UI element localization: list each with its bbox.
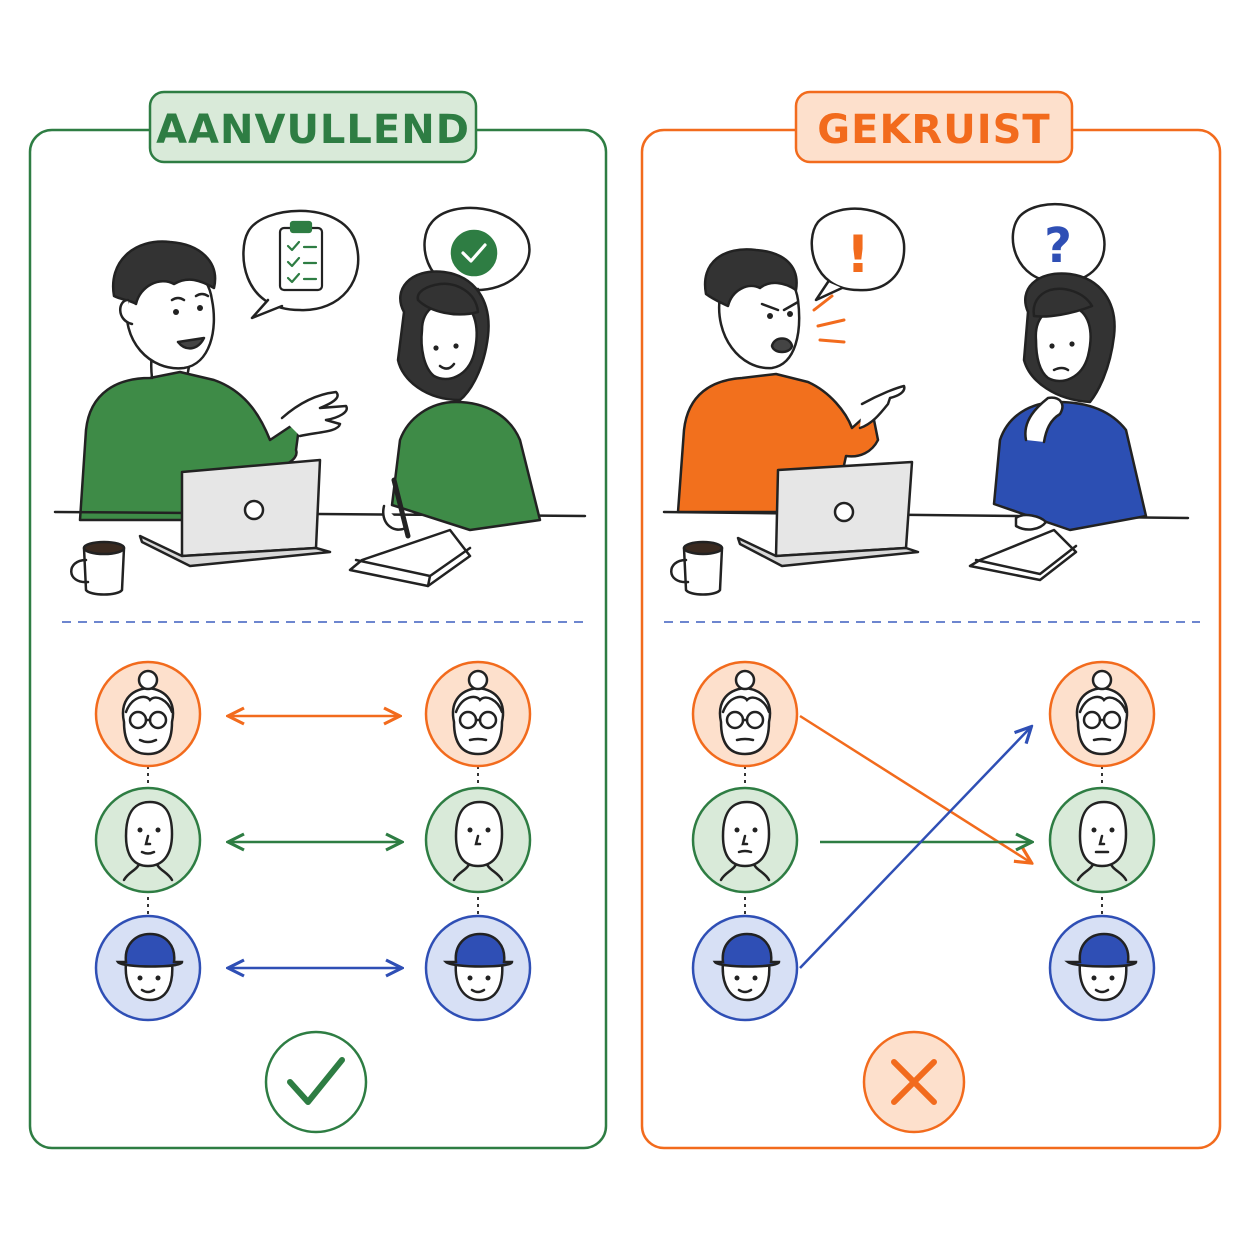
persona-avatar-kid-cap (1048, 914, 1156, 1022)
cross-mark-icon (862, 1030, 966, 1134)
meeting-scene-conflict: ! ? (662, 202, 1190, 596)
question-mark: ? (1044, 218, 1072, 274)
persona-avatar-bald-man (94, 786, 202, 894)
panel-gekruist: GEKRUIST ! ? (640, 90, 1222, 1150)
check-mark-icon (264, 1030, 368, 1134)
persona-avatar-bald-man (424, 786, 532, 894)
persona-column-source (691, 660, 799, 1022)
panel-aanvullend: AANVULLEND (28, 90, 608, 1150)
arrow-orange (799, 714, 1030, 862)
persona-avatar-bald-man (1048, 786, 1156, 894)
woman-confused (968, 272, 1148, 582)
persona-avatar-bald-man (691, 786, 799, 894)
clipboard-checklist-icon (278, 220, 324, 292)
check-circle-icon (450, 229, 498, 277)
persona-avatar-elderly (94, 660, 202, 768)
laptop (736, 460, 920, 568)
persona-avatar-elderly (691, 660, 799, 768)
panel-tab (794, 90, 1074, 164)
coffee-mug (70, 540, 126, 596)
woman-writing (348, 270, 542, 588)
panel-tab (148, 90, 478, 164)
parallel-arrows (230, 716, 400, 968)
exclamation-mark: ! (846, 225, 870, 285)
coffee-mug (670, 540, 724, 596)
persona-column-target (1048, 660, 1156, 1022)
speech-bubble: ! (810, 207, 906, 302)
arrow-blue (799, 728, 1030, 969)
persona-column-target (424, 660, 532, 1022)
persona-avatar-kid-cap (691, 914, 799, 1022)
laptop (138, 458, 332, 568)
persona-column-source (94, 660, 202, 1022)
persona-avatar-kid-cap (94, 914, 202, 1022)
crossed-arrows (799, 714, 1030, 969)
persona-avatar-kid-cap (424, 914, 532, 1022)
persona-avatar-elderly (424, 660, 532, 768)
speech-bubble (242, 209, 360, 320)
panel-title: GEKRUIST (817, 107, 1050, 153)
panel-title: AANVULLEND (156, 107, 470, 153)
meeting-scene-cooperative (53, 206, 587, 596)
persona-avatar-elderly (1048, 660, 1156, 768)
